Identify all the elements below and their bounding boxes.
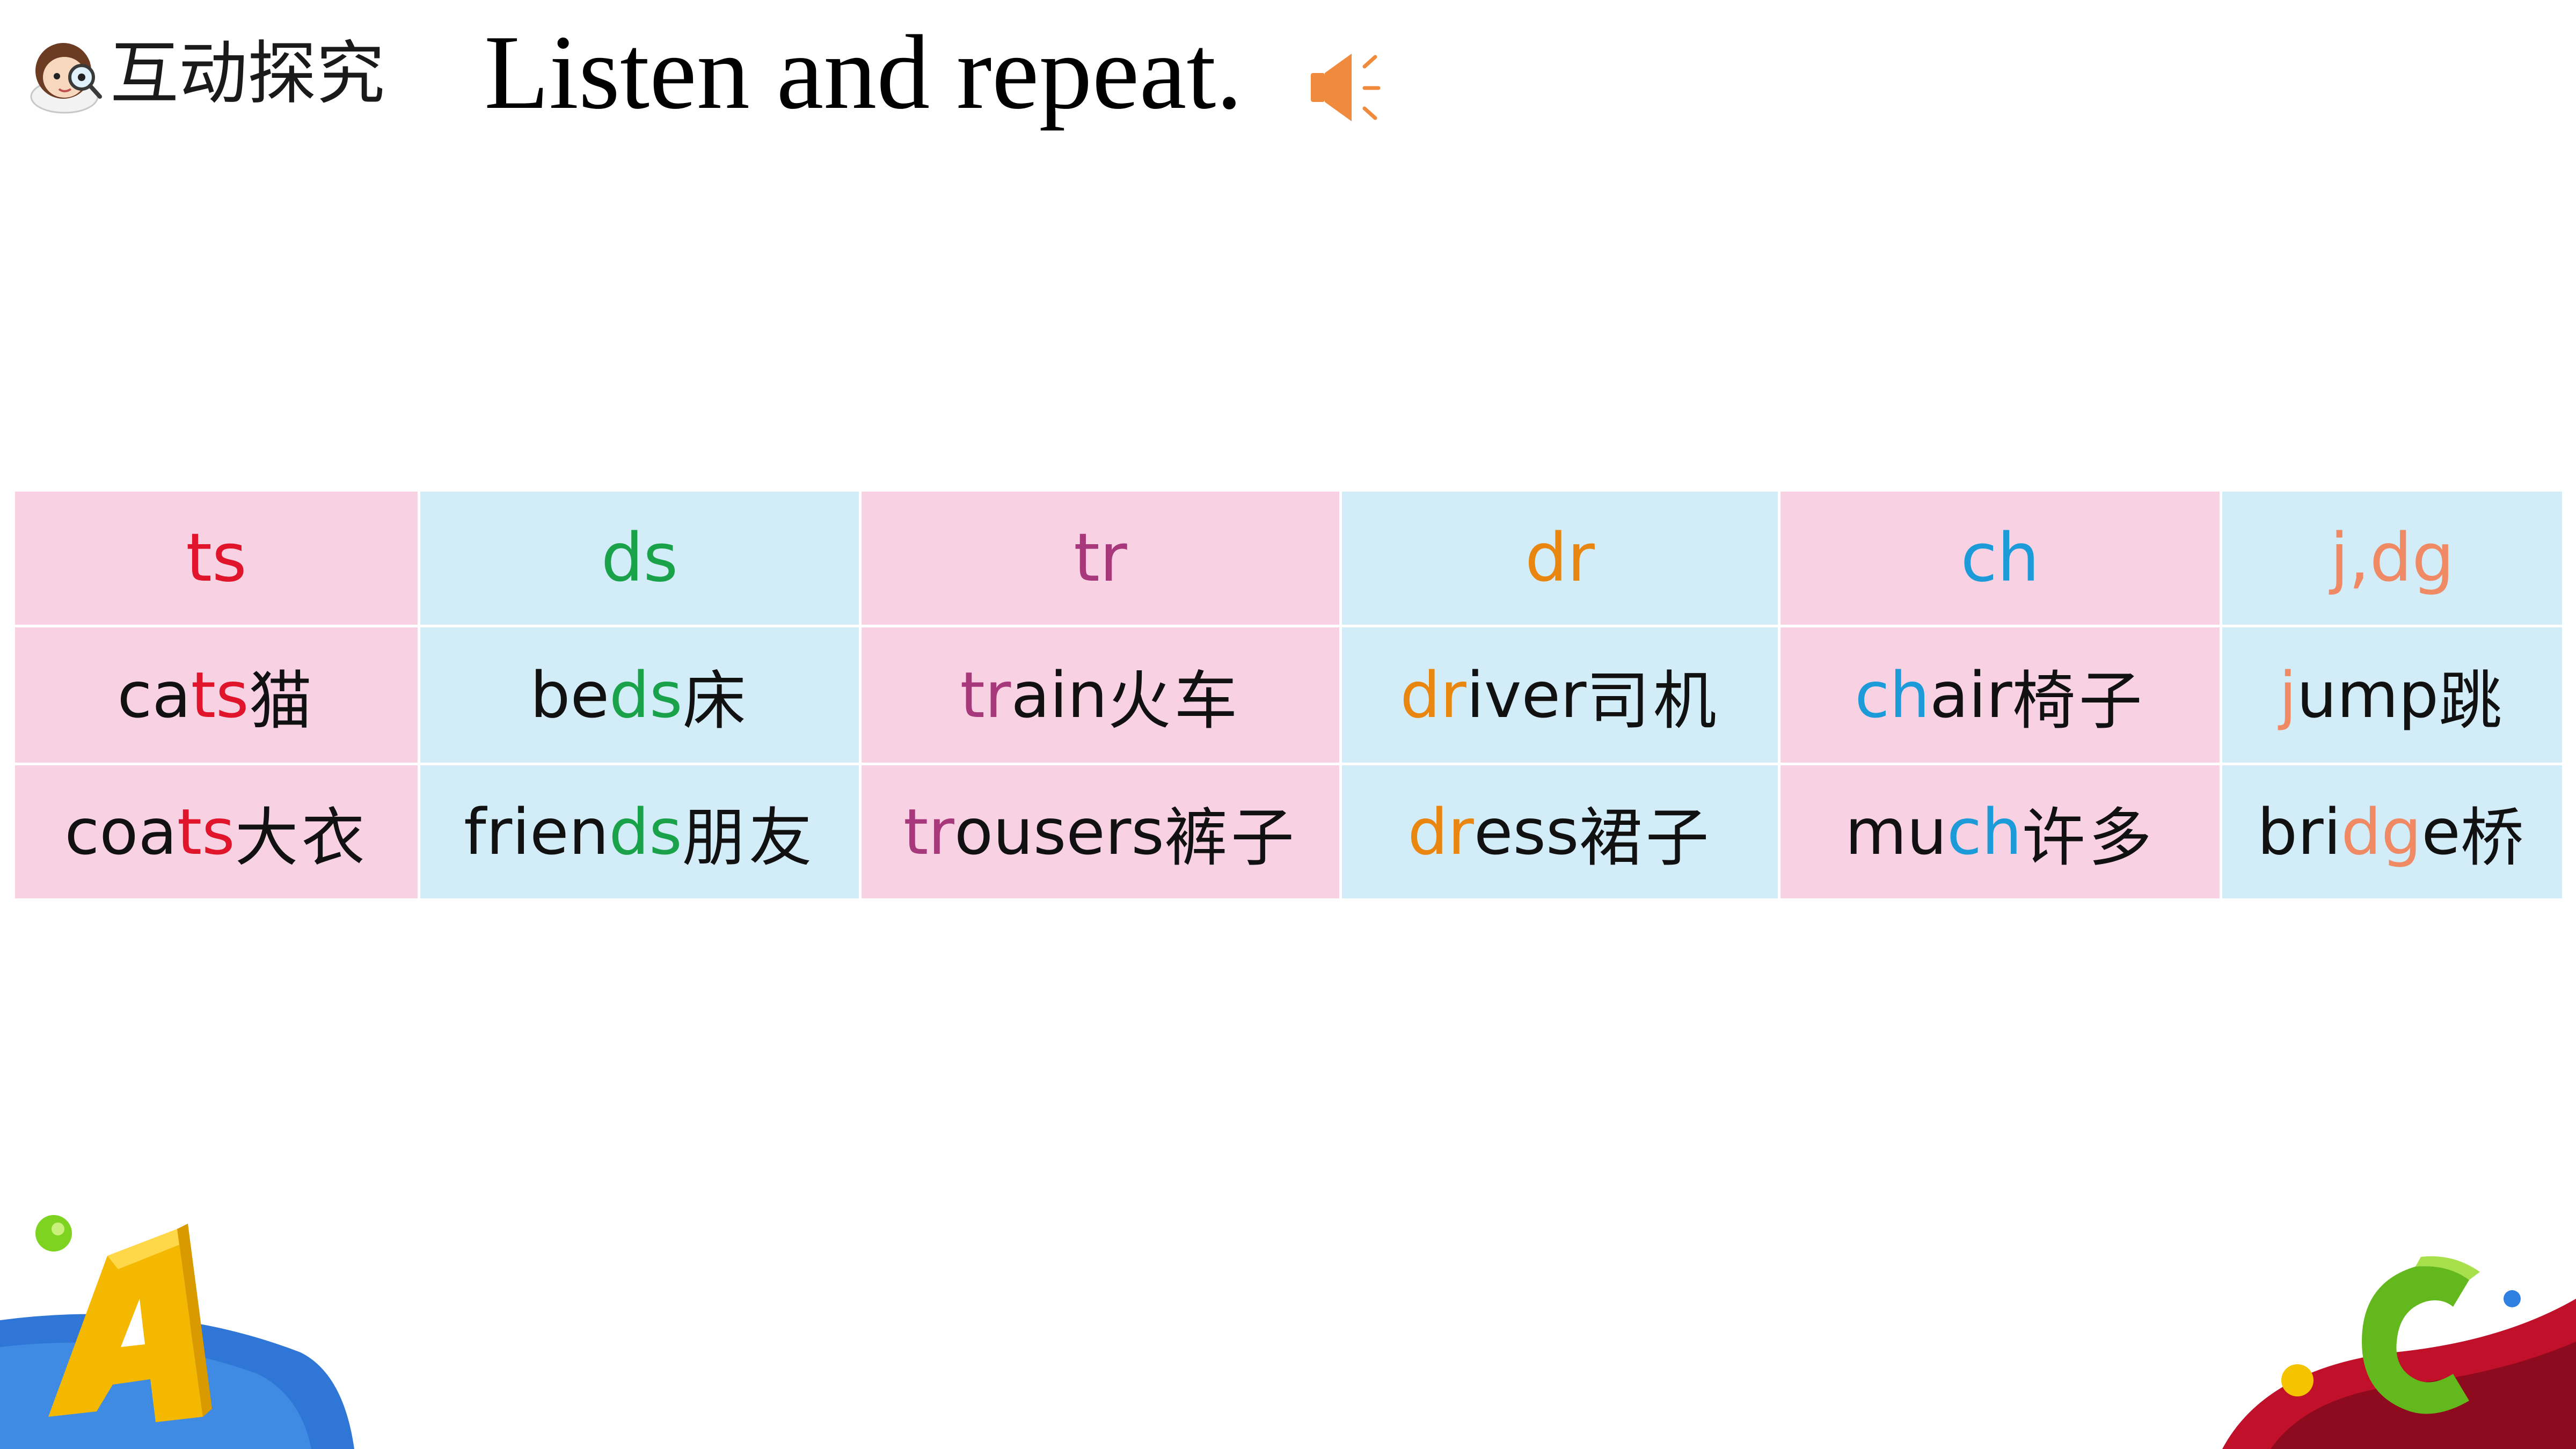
instruction-title: Listen and repeat. bbox=[484, 13, 1243, 131]
header-cell-ds: ds bbox=[420, 492, 859, 625]
speaker-icon[interactable] bbox=[1304, 42, 1396, 133]
header-cell-tr: tr bbox=[862, 492, 1339, 625]
header-cell-dr: dr bbox=[1342, 492, 1778, 625]
header-cell-ch: ch bbox=[1780, 492, 2220, 625]
letter-c-icon bbox=[2222, 1256, 2576, 1449]
header-cell-j-dg: j,dg bbox=[2222, 492, 2562, 625]
section-label: 互动探究 bbox=[110, 34, 385, 114]
letter-a-icon bbox=[0, 1215, 354, 1449]
header-cell-ts: ts bbox=[15, 492, 418, 625]
girl-with-magnifier-icon bbox=[30, 43, 102, 114]
